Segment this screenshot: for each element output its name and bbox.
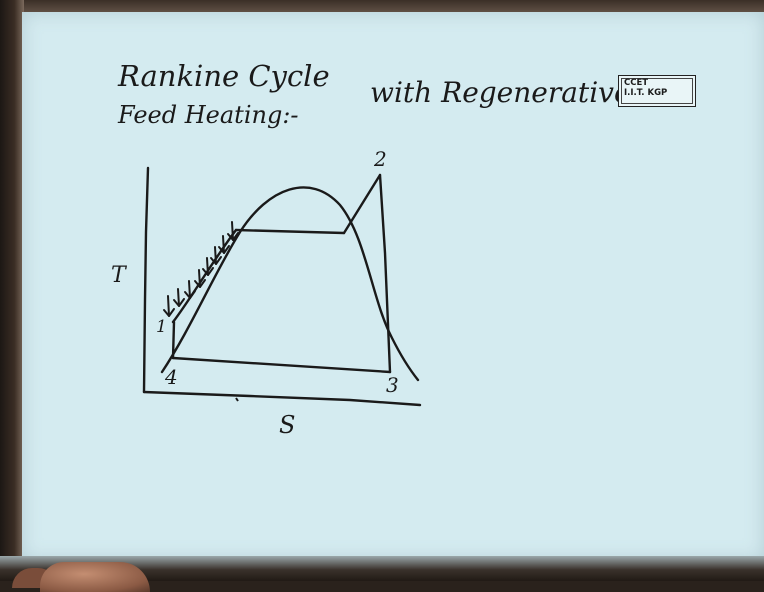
x-axis-label: S: [279, 411, 295, 439]
title-rankine-cycle: Rankine Cycle: [117, 59, 330, 93]
cycle-path: [171, 173, 392, 374]
presenter-hand: [40, 562, 150, 592]
superheat-line: [342, 173, 382, 235]
title: Rankine Cycle with Regenerative Feed Hea…: [117, 59, 631, 129]
heat-arrow: [163, 295, 175, 317]
board-frame-left: [0, 0, 24, 581]
pump-line: [171, 320, 176, 360]
heat-arrow: [218, 235, 230, 254]
expansion-line: [378, 173, 392, 374]
y-axis-label: T: [111, 263, 128, 288]
title-with-regenerative: with Regenerative: [370, 76, 631, 109]
regenerative-heat-arrows: [163, 221, 239, 317]
logo-line-2: I.I.T. KGP: [624, 87, 668, 98]
point-label-2: 2: [373, 147, 387, 171]
y-axis: [142, 166, 150, 394]
heat-arrow: [173, 288, 185, 307]
heat-arrow: [210, 246, 222, 265]
heat-arrow: [194, 269, 206, 288]
ccet-iit-kgp-logo: CCET I.I.T. KGP: [618, 75, 696, 107]
saturation-dome: [160, 186, 420, 382]
ts-axes: [142, 166, 422, 407]
evaporation-line: [234, 228, 346, 235]
title-feed-heating: Feed Heating:-: [117, 101, 299, 129]
heat-arrow: [227, 221, 239, 241]
logo-border: [621, 78, 693, 104]
heat-arrow: [202, 257, 214, 276]
x-axis: [142, 390, 422, 407]
logo-line-1: CCET: [624, 78, 649, 88]
point-label-4: 4: [164, 365, 178, 389]
condensation-line: [171, 356, 392, 374]
point-label-3: 3: [386, 373, 399, 397]
heat-arrow: [184, 280, 196, 299]
point-label-1: 1: [156, 317, 167, 337]
x-axis-tick-mark: [235, 397, 239, 402]
regenerative-heating-line: [171, 228, 238, 324]
